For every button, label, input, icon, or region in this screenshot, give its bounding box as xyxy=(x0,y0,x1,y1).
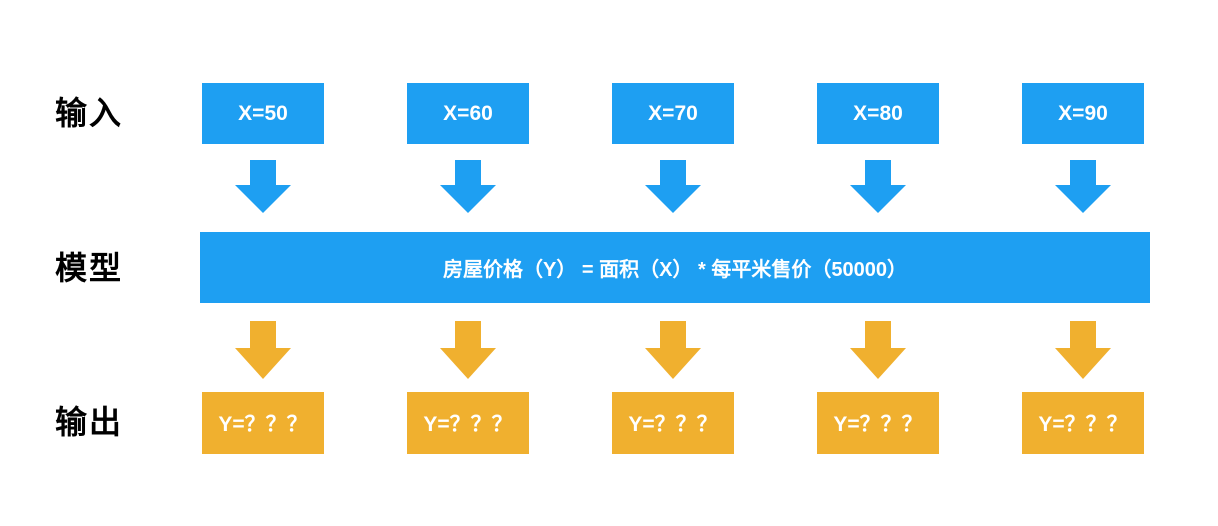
output-box-5: Y=？？？ xyxy=(1022,392,1144,454)
row-label-output: 输出 xyxy=(55,404,124,440)
down-arrow-icon xyxy=(817,160,939,213)
down-arrow-icon xyxy=(612,160,734,213)
output-box-4: Y=？？？ xyxy=(817,392,939,454)
down-arrow-icon xyxy=(202,160,324,213)
output-arrows-row xyxy=(202,321,1144,379)
input-arrows-row xyxy=(202,160,1144,213)
row-label-input: 输入 xyxy=(55,95,124,131)
output-box-3: Y=？？？ xyxy=(612,392,734,454)
down-arrow-icon xyxy=(407,160,529,213)
down-arrow-icon xyxy=(612,321,734,379)
output-box-2: Y=？？？ xyxy=(407,392,529,454)
input-box-3: X=70 xyxy=(612,83,734,144)
down-arrow-icon xyxy=(1022,321,1144,379)
down-arrow-icon xyxy=(407,321,529,379)
down-arrow-icon xyxy=(202,321,324,379)
input-row: X=50 X=60 X=70 X=80 X=90 xyxy=(202,83,1144,144)
output-row: Y=？？？ Y=？？？ Y=？？？ Y=？？？ Y=？？？ xyxy=(202,392,1144,454)
input-box-1: X=50 xyxy=(202,83,324,144)
output-box-1: Y=？？？ xyxy=(202,392,324,454)
model-formula-bar: 房屋价格（Y） = 面积（X） * 每平米售价（50000） xyxy=(200,232,1150,303)
down-arrow-icon xyxy=(817,321,939,379)
input-box-4: X=80 xyxy=(817,83,939,144)
down-arrow-icon xyxy=(1022,160,1144,213)
model-formula-text: 房屋价格（Y） = 面积（X） * 每平米售价（50000） xyxy=(443,259,907,281)
input-box-5: X=90 xyxy=(1022,83,1144,144)
row-label-model: 模型 xyxy=(55,250,124,286)
input-box-2: X=60 xyxy=(407,83,529,144)
